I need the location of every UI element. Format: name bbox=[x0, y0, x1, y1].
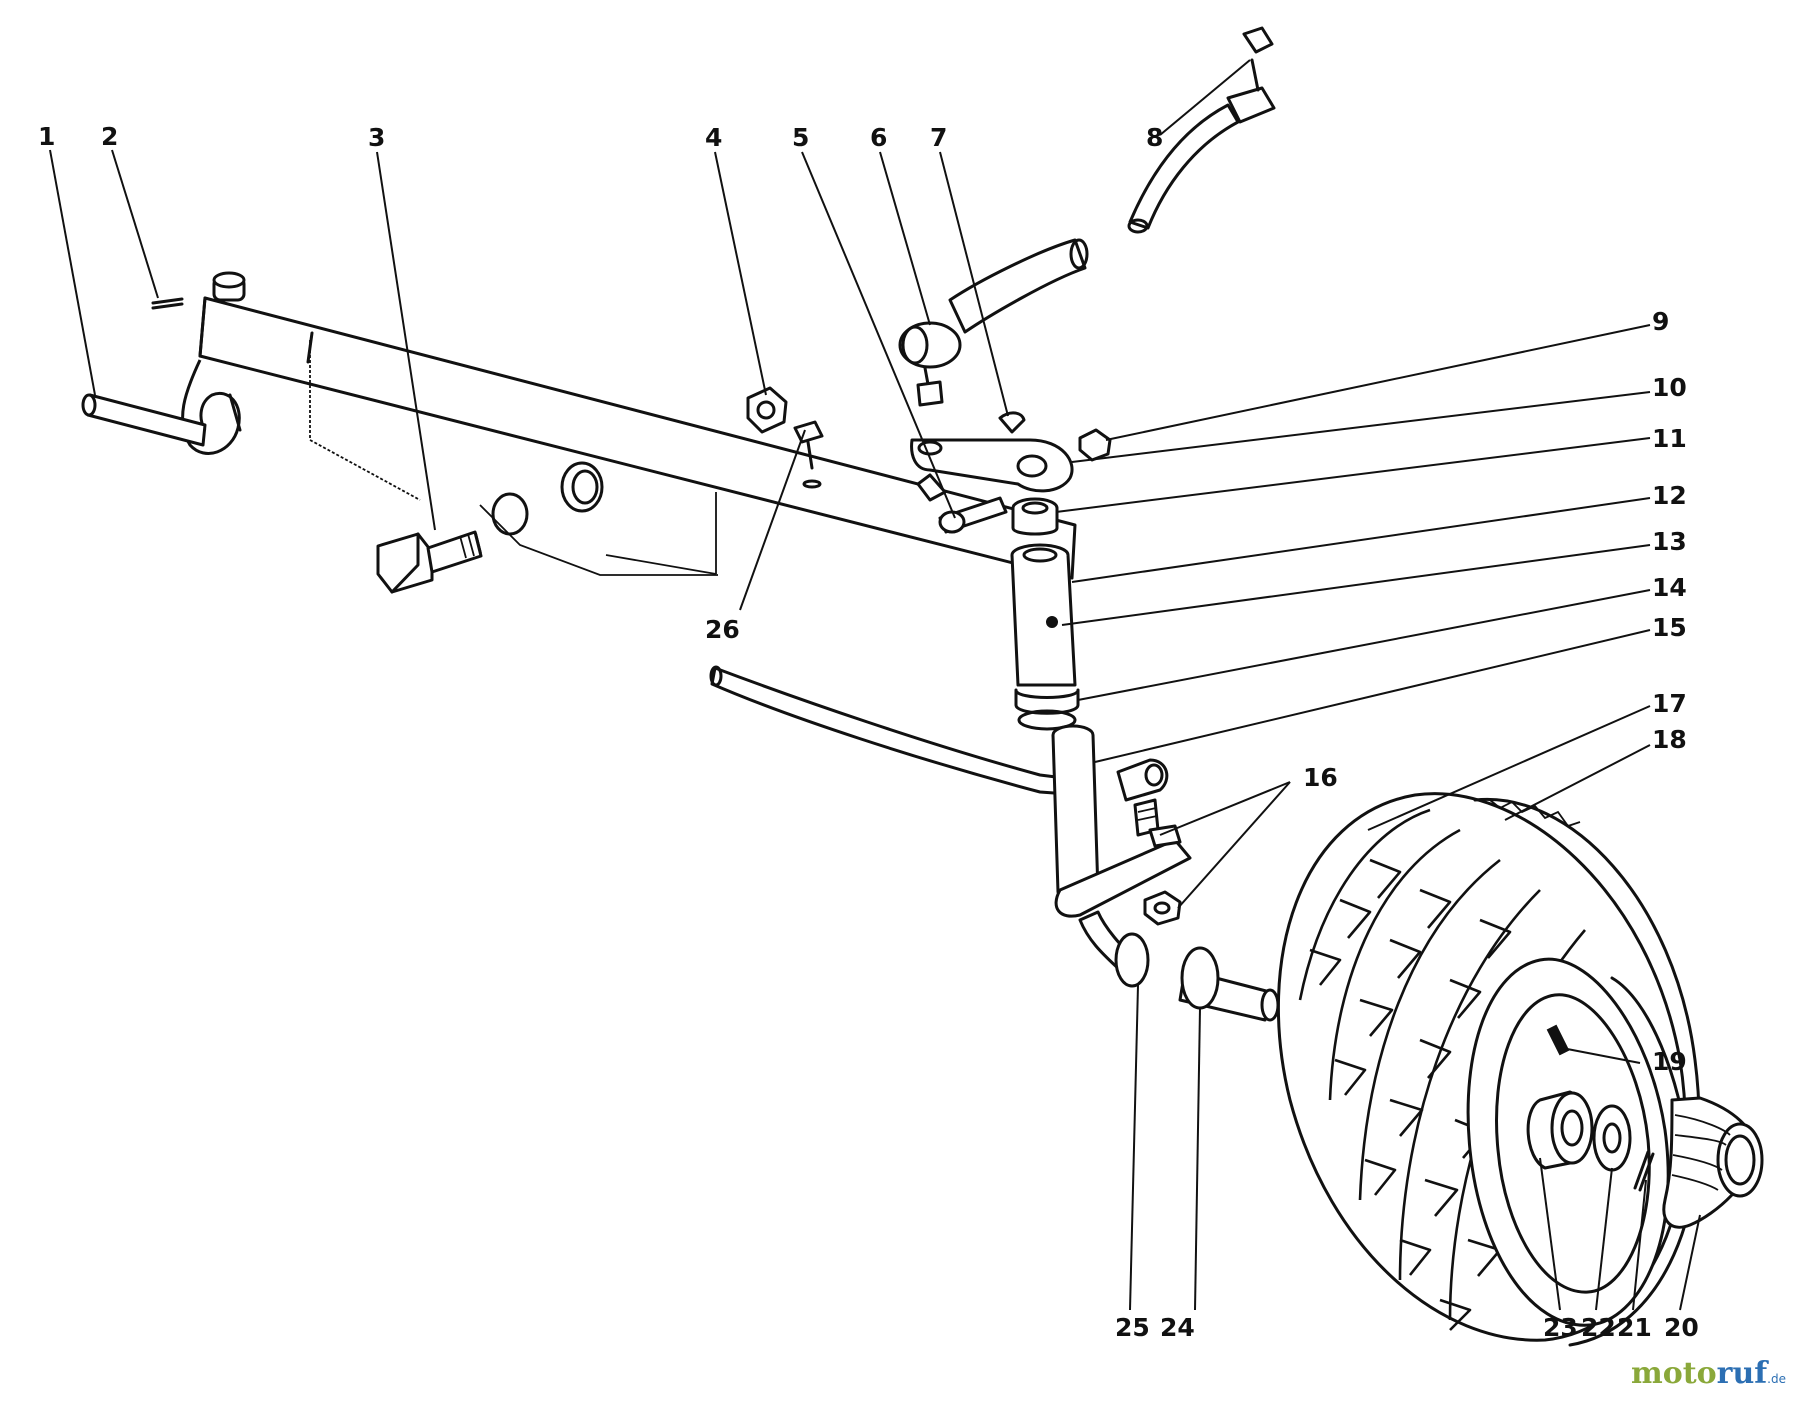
callout-12: 12 bbox=[1652, 481, 1687, 510]
front-axle-beam bbox=[198, 296, 1077, 580]
callout-3: 3 bbox=[368, 123, 385, 152]
callout-9: 9 bbox=[1652, 307, 1669, 336]
roll-pin bbox=[151, 297, 184, 310]
watermark-part-b: ruf bbox=[1716, 1356, 1768, 1391]
ball-joint bbox=[898, 238, 1089, 407]
callout-22: 22 bbox=[1581, 1313, 1616, 1342]
pivot-pin bbox=[81, 393, 207, 447]
tire bbox=[1276, 792, 1701, 1347]
callout-labels: 1 2 3 4 5 6 7 8 9 10 11 12 13 14 15 16 1… bbox=[38, 122, 1699, 1342]
callout-24: 24 bbox=[1160, 1313, 1195, 1342]
axle-stub bbox=[1114, 932, 1280, 1022]
callout-5: 5 bbox=[792, 123, 809, 152]
callout-19: 19 bbox=[1652, 1047, 1687, 1076]
callout-13: 13 bbox=[1652, 527, 1687, 556]
spindle bbox=[1051, 724, 1192, 977]
flat-washer bbox=[1592, 1104, 1632, 1172]
callout-18: 18 bbox=[1652, 725, 1687, 754]
callout-4: 4 bbox=[705, 123, 722, 152]
callout-21: 21 bbox=[1617, 1313, 1652, 1342]
callout-14: 14 bbox=[1652, 573, 1687, 602]
callout-11: 11 bbox=[1652, 424, 1687, 453]
callout-15: 15 bbox=[1652, 613, 1687, 642]
callout-10: 10 bbox=[1652, 373, 1687, 402]
callout-16: 16 bbox=[1303, 763, 1338, 792]
callout-1: 1 bbox=[38, 122, 55, 151]
steering-arm bbox=[910, 438, 1074, 502]
callout-8: 8 bbox=[1146, 123, 1163, 152]
spindle-housing bbox=[1010, 543, 1080, 731]
callout-23: 23 bbox=[1543, 1313, 1578, 1342]
hex-nut bbox=[746, 386, 788, 434]
wheel-hub bbox=[1526, 1090, 1594, 1170]
callout-17: 17 bbox=[1652, 689, 1687, 718]
upper-bushing bbox=[1011, 497, 1059, 536]
callout-26: 26 bbox=[705, 615, 740, 644]
hub-cotter-pin bbox=[1633, 1150, 1655, 1192]
leader-lines bbox=[49, 59, 1701, 1311]
lock-nut bbox=[1078, 428, 1112, 462]
callout-2: 2 bbox=[101, 122, 118, 151]
callout-25: 25 bbox=[1115, 1313, 1150, 1342]
callout-6: 6 bbox=[870, 123, 887, 152]
callout-7: 7 bbox=[930, 123, 947, 152]
callout-20: 20 bbox=[1664, 1313, 1699, 1342]
watermark-part-c: .de bbox=[1767, 1372, 1786, 1386]
watermark-logo: motoruf.de bbox=[1631, 1356, 1786, 1391]
tie-rod-nut bbox=[1143, 890, 1182, 926]
watermark-part-a: moto bbox=[1631, 1356, 1717, 1391]
hub-cap bbox=[1662, 1096, 1764, 1229]
tie-rod bbox=[709, 665, 1169, 837]
pivot-bolt bbox=[376, 530, 483, 594]
drag-link bbox=[1127, 26, 1276, 234]
cotter-key bbox=[998, 411, 1026, 434]
